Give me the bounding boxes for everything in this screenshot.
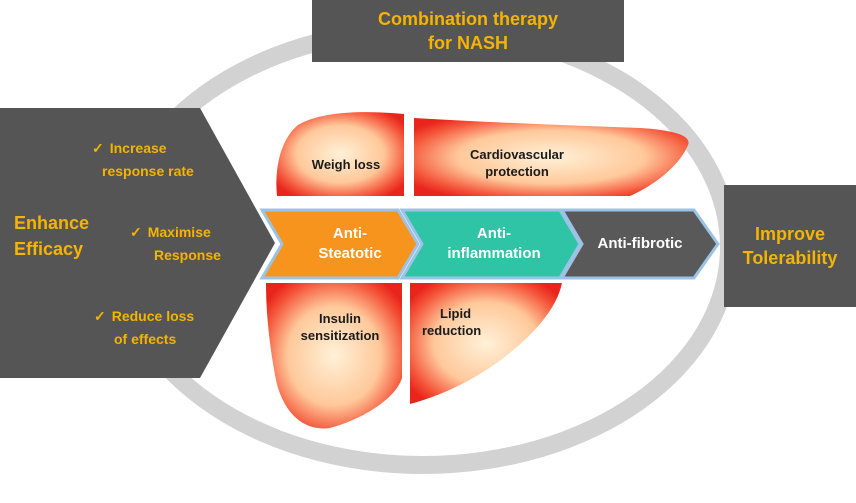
arrow-label-anti-inflammation: Anti- inflammation — [424, 224, 564, 264]
lobe-bottom-right — [410, 283, 562, 404]
lobe-label-bottom-right-line-2: reduction — [422, 323, 482, 338]
arrow-label-anti-fibrotic: Anti-fibrotic — [580, 234, 700, 254]
lobe-label-top-right-line-1: Cardiovascular — [470, 147, 564, 162]
lobe-label-bottom-right-line-1: Lipid — [440, 306, 472, 321]
lobe-label-top-right: Cardiovascular protection — [452, 146, 582, 180]
right-box: Improve Tolerability — [724, 185, 856, 307]
title-box: Combination therapy for NASH — [312, 0, 624, 62]
lobe-label-top-right-line-2: protection — [485, 164, 549, 179]
lobe-label-bottom-left-line-1: Insulin — [319, 311, 361, 326]
left-heading: Enhance Efficacy — [14, 210, 114, 262]
left-item-1: ✓ Increase response rate — [92, 137, 222, 183]
lobe-label-top-left: Weigh loss — [296, 156, 396, 173]
lobe-label-bottom-right: Lipid reduction — [422, 305, 502, 339]
left-item-2-line-1: Maximise — [147, 224, 211, 240]
arrow-label-anti-fibrotic-line-1: Anti-fibrotic — [597, 235, 683, 252]
arrow-anti-fibrotic — [559, 208, 720, 280]
left-item-3-line-1: Reduce loss — [111, 308, 195, 324]
left-item-2-line-2: Response — [154, 247, 221, 263]
lobe-bottom-left — [266, 283, 402, 429]
lobe-top-right — [414, 118, 689, 196]
arrow-anti-steatotic — [259, 208, 420, 280]
check-icon: ✓ — [94, 308, 106, 324]
lobe-label-bottom-left: Insulin sensitization — [286, 310, 394, 344]
check-icon: ✓ — [92, 140, 104, 156]
arrow-label-anti-steatotic-line-1: Anti- — [332, 225, 368, 242]
left-item-3-line-2: of effects — [114, 331, 177, 347]
arrow-label-anti-steatotic: Anti- Steatotic — [292, 224, 408, 264]
left-heading-line-1: Enhance — [14, 213, 90, 233]
left-heading-line-2: Efficacy — [14, 239, 84, 259]
lobe-label-top-left-line-1: Weigh loss — [311, 157, 381, 172]
left-item-2: ✓ Maximise Response — [130, 221, 250, 267]
check-icon: ✓ — [130, 224, 142, 240]
lobe-top-left — [276, 112, 404, 196]
left-item-1-line-2: response rate — [102, 163, 194, 179]
arrow-anti-inflammation — [399, 208, 582, 280]
left-item-1-line-1: Increase — [109, 140, 167, 156]
right-box-line-1: Improve — [754, 224, 826, 244]
arrow-label-anti-inflammation-line-1: Anti- — [476, 225, 512, 242]
right-box-line-2: Tolerability — [742, 248, 838, 268]
left-item-3: ✓ Reduce loss of effects — [94, 305, 224, 351]
left-chevron-shape — [0, 108, 275, 378]
title-line-2: for NASH — [427, 33, 508, 53]
title-line-1: Combination therapy — [377, 9, 558, 29]
lobe-label-bottom-left-line-2: sensitization — [300, 328, 380, 343]
arrow-label-anti-inflammation-line-2: inflammation — [447, 245, 541, 262]
arrow-label-anti-steatotic-line-2: Steatotic — [318, 245, 382, 262]
